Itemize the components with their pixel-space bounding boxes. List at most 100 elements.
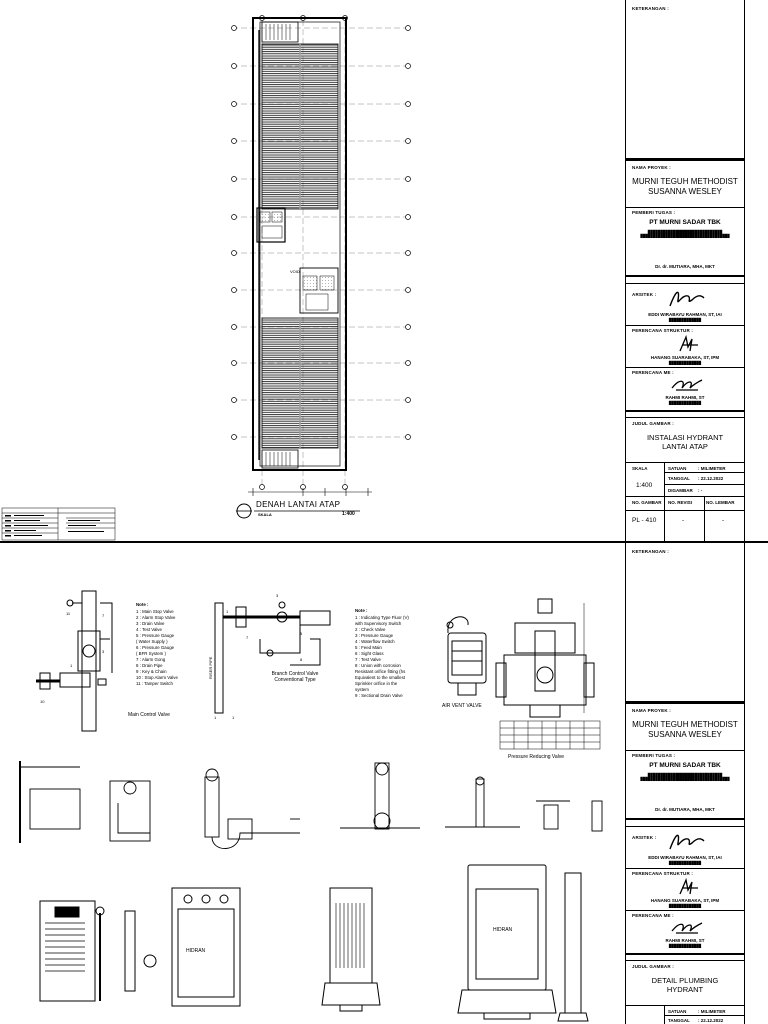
drawing-title-label: JUDUL GAMBAR : [632,421,674,426]
label-hidran-2: HIDRAN [493,927,513,933]
note-item: 1 : Indicating Type Fluor (V) [355,615,409,620]
drawn-by-label: DIGAMBAR [668,488,693,493]
revision-label: NO. REVISI [668,500,693,505]
svg-text:1: 1 [226,609,229,614]
label-branch-control-valve: Branch Control Valve Conventional Type [260,671,330,683]
owner-person-2: Dr. dr. MUTIARA, MHA, MKT [655,807,715,812]
label-hidran-1: HIDRAN [186,948,206,954]
svg-text:10: 10 [40,699,45,704]
architect-signature-2 [669,834,705,850]
note-item: 5 : Feed Main [355,645,382,650]
label-void: VOID [290,269,300,274]
note-item: 3 : Pressure Gauge [355,633,394,638]
air-vent-valve-detail [446,616,487,696]
project-name-line1: MURNI TEGUH METHODIST [632,177,738,186]
drawing-title-line1: INSTALASI HYDRANT [646,433,724,442]
note-item: 5 : Pressure Gauge [136,633,175,638]
unit-label-2: SATUAN [668,1009,687,1014]
note-item: 11 : Tamper Switch [136,681,173,686]
structure-signature [679,334,698,352]
detail-row-2 [19,761,603,849]
hydrant-box-detail-3 [321,887,381,1012]
info-grid: SKALA 1:400 SATUAN : MILIMETER TANGGAL :… [626,462,744,510]
architect-name: EDDI WIRABAYU RAHMAN, ST, IAI [648,312,722,317]
svg-text:7: 7 [102,613,105,618]
sheet-number-value: - [722,517,725,524]
note-item: 6 : Sight Glass [355,651,384,656]
drawing-number-label: NO. GAMBAR [632,500,662,505]
note-item: Resistant orifice fitting (hs [355,669,406,674]
note-item: 4 : Waterflow Switch [355,639,395,644]
drawing-title-line2: LANTAI ATAP [662,442,708,451]
note-item: Sprinkler orifice in the [355,681,398,686]
date-label: TANGGAL [668,476,690,481]
note-item: 3 : Drain Valve [136,621,165,626]
owner-person: Dr. dr. MUTIARA, MHA, MKT [655,264,715,269]
svg-text:1: 1 [70,663,73,668]
svg-text:3: 3 [276,593,279,598]
note-item: 10 : Stop Alarm Valve [136,675,178,680]
note-item: 8 : Drain Pipe [136,663,163,668]
project-label-2: NAMA PROYEK : [632,708,671,713]
date-value-2: : 22.12.2022 [698,1018,724,1023]
stair-top [261,21,299,43]
label-pressure-reducing-valve: Pressure Reducing Valve [508,754,565,760]
note-item: 9 : Key & Chain [136,669,167,674]
me-label: PERENCANA ME : [632,370,674,375]
project-name-line2-2: SUSANNA WESLEY [648,730,722,739]
main-control-valve-detail [36,590,113,732]
structure-name-2: HANANG SUARABAKA, ST, IPM [650,898,720,903]
note-item: 2 : Alarm Stop Valve [136,615,176,620]
project-label: NAMA PROYEK : [632,165,671,170]
title-block-top: KETERANGAN : NAMA PROYEK : MURNI TEGUH M… [626,0,768,541]
unit-label: SATUAN [668,466,687,471]
me-label-2: PERENCANA ME : [632,913,674,918]
svg-text:3: 3 [102,649,105,654]
structure-label-2: PERENCANA STRUKTUR : [632,871,694,876]
note-item: 2 : Check Valve [355,627,386,632]
me-signature [671,379,703,391]
owner-label-2: PEMBERI TUGAS : [632,753,676,758]
svg-text:7: 7 [246,635,249,640]
svg-text:1: 1 [232,715,235,720]
branch-valve-line2: Conventional Type [274,677,316,683]
project-name-line2: SUSANNA WESLEY [648,187,722,196]
unit-value-2: : MILIMETER [698,1009,726,1014]
note-item: 7 : Test Valve [355,657,382,662]
drawn-by-value: : - [698,488,703,493]
note-item: 9 : Sectional Drain Valve [355,693,403,698]
sheet-number-label: NO. LEMBAR [706,500,735,505]
note-item: with Supervisory Switch [355,621,402,626]
drawing-scale-value: 1:400 [342,511,355,517]
architect-label-2: ARSITEK : [632,835,657,840]
architect-label: ARSITEK : [632,292,657,297]
drawing-scale-label: SKALA [258,512,272,517]
scale-label: SKALA [632,466,648,471]
branch-valve-line1: Branch Control Valve [271,671,319,677]
pressure-reducing-valve-detail [495,598,595,718]
revision-value: - [682,517,685,524]
drawing-sheet-roof-plan: VOID [0,0,768,543]
note-item: Equivalent to the smallest [355,675,406,680]
project-name-line1-2: MURNI TEGUH METHODIST [632,720,738,729]
branch-control-valve-detail [214,601,331,714]
owner-name: PT MURNI SADAR TBK [649,219,721,226]
structure-label: PERENCANA STRUKTUR : [632,328,694,333]
note-item: 8 : Union with corrosion [355,663,401,668]
me-signature-2 [671,922,703,934]
note-item: 1 : Main Stop Valve [136,609,174,614]
owner-name-2: PT MURNI SADAR TBK [649,762,721,769]
label-main-control-valve: Main Control Valve [128,712,170,718]
note-item: 6 : Pressure Gauge [136,645,175,650]
svg-text:8: 8 [300,657,303,662]
core-left [256,207,286,243]
hydrant-box-detail-4 [457,864,589,1022]
me-name-2: RAHMI RAHMI, ST [665,938,705,943]
title-block-bottom: KETERANGAN : NAMA PROYEK : MURNI TEGUH M… [626,543,768,1024]
